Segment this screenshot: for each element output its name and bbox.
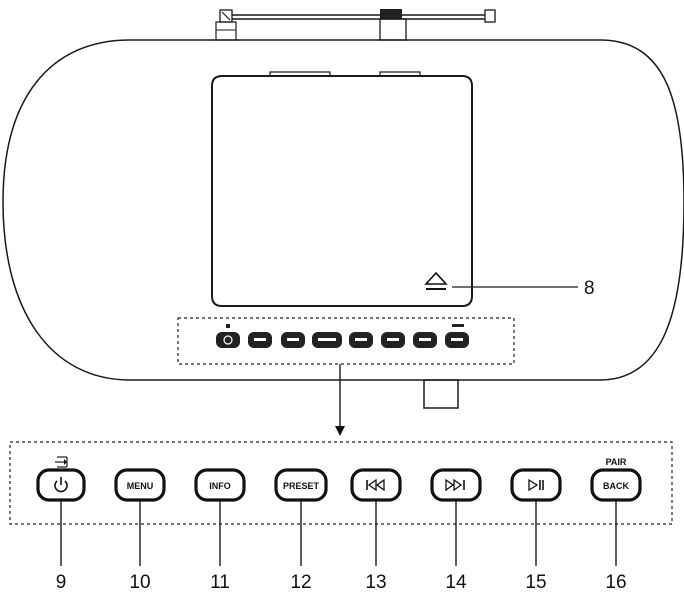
callout-12: 12 <box>290 572 311 593</box>
mini-power-button[interactable] <box>216 332 240 348</box>
callout-8: 8 <box>584 278 595 299</box>
cd-door <box>211 71 473 307</box>
back-button-label: BACK <box>603 481 629 491</box>
preset-button[interactable]: PRESET <box>274 468 328 502</box>
antenna <box>215 9 496 41</box>
play-pause-icon <box>528 478 544 492</box>
power-button[interactable] <box>36 468 86 502</box>
info-button-label: INFO <box>209 481 231 491</box>
eject-icon <box>424 271 448 285</box>
callout-14: 14 <box>445 572 467 593</box>
callout-10: 10 <box>129 572 150 593</box>
info-button[interactable]: INFO <box>194 468 246 502</box>
power-icon <box>54 477 68 493</box>
menu-button-label: MENU <box>127 481 154 491</box>
callout-lines <box>60 500 617 566</box>
callout-16: 16 <box>605 572 626 593</box>
next-button[interactable] <box>430 468 482 502</box>
pair-label: PAIR <box>606 457 627 467</box>
zoom-arrow <box>335 364 345 436</box>
preset-button-label: PRESET <box>283 481 320 491</box>
eject-button[interactable] <box>424 271 448 290</box>
previous-button[interactable] <box>350 468 402 502</box>
callout-11: 11 <box>210 572 230 593</box>
radio-body <box>2 39 684 409</box>
small-button-strip <box>177 317 515 365</box>
skip-forward-icon <box>445 478 465 492</box>
callout-15: 15 <box>525 572 546 593</box>
enlarged-button-panel <box>9 441 673 525</box>
callout-13: 13 <box>365 572 386 593</box>
back-button[interactable]: BACK <box>590 468 642 502</box>
callout-9: 9 <box>56 572 67 593</box>
play-pause-button[interactable] <box>510 468 562 502</box>
skip-back-icon <box>366 478 385 492</box>
menu-button[interactable]: MENU <box>114 468 166 502</box>
standby-icon <box>55 456 68 468</box>
